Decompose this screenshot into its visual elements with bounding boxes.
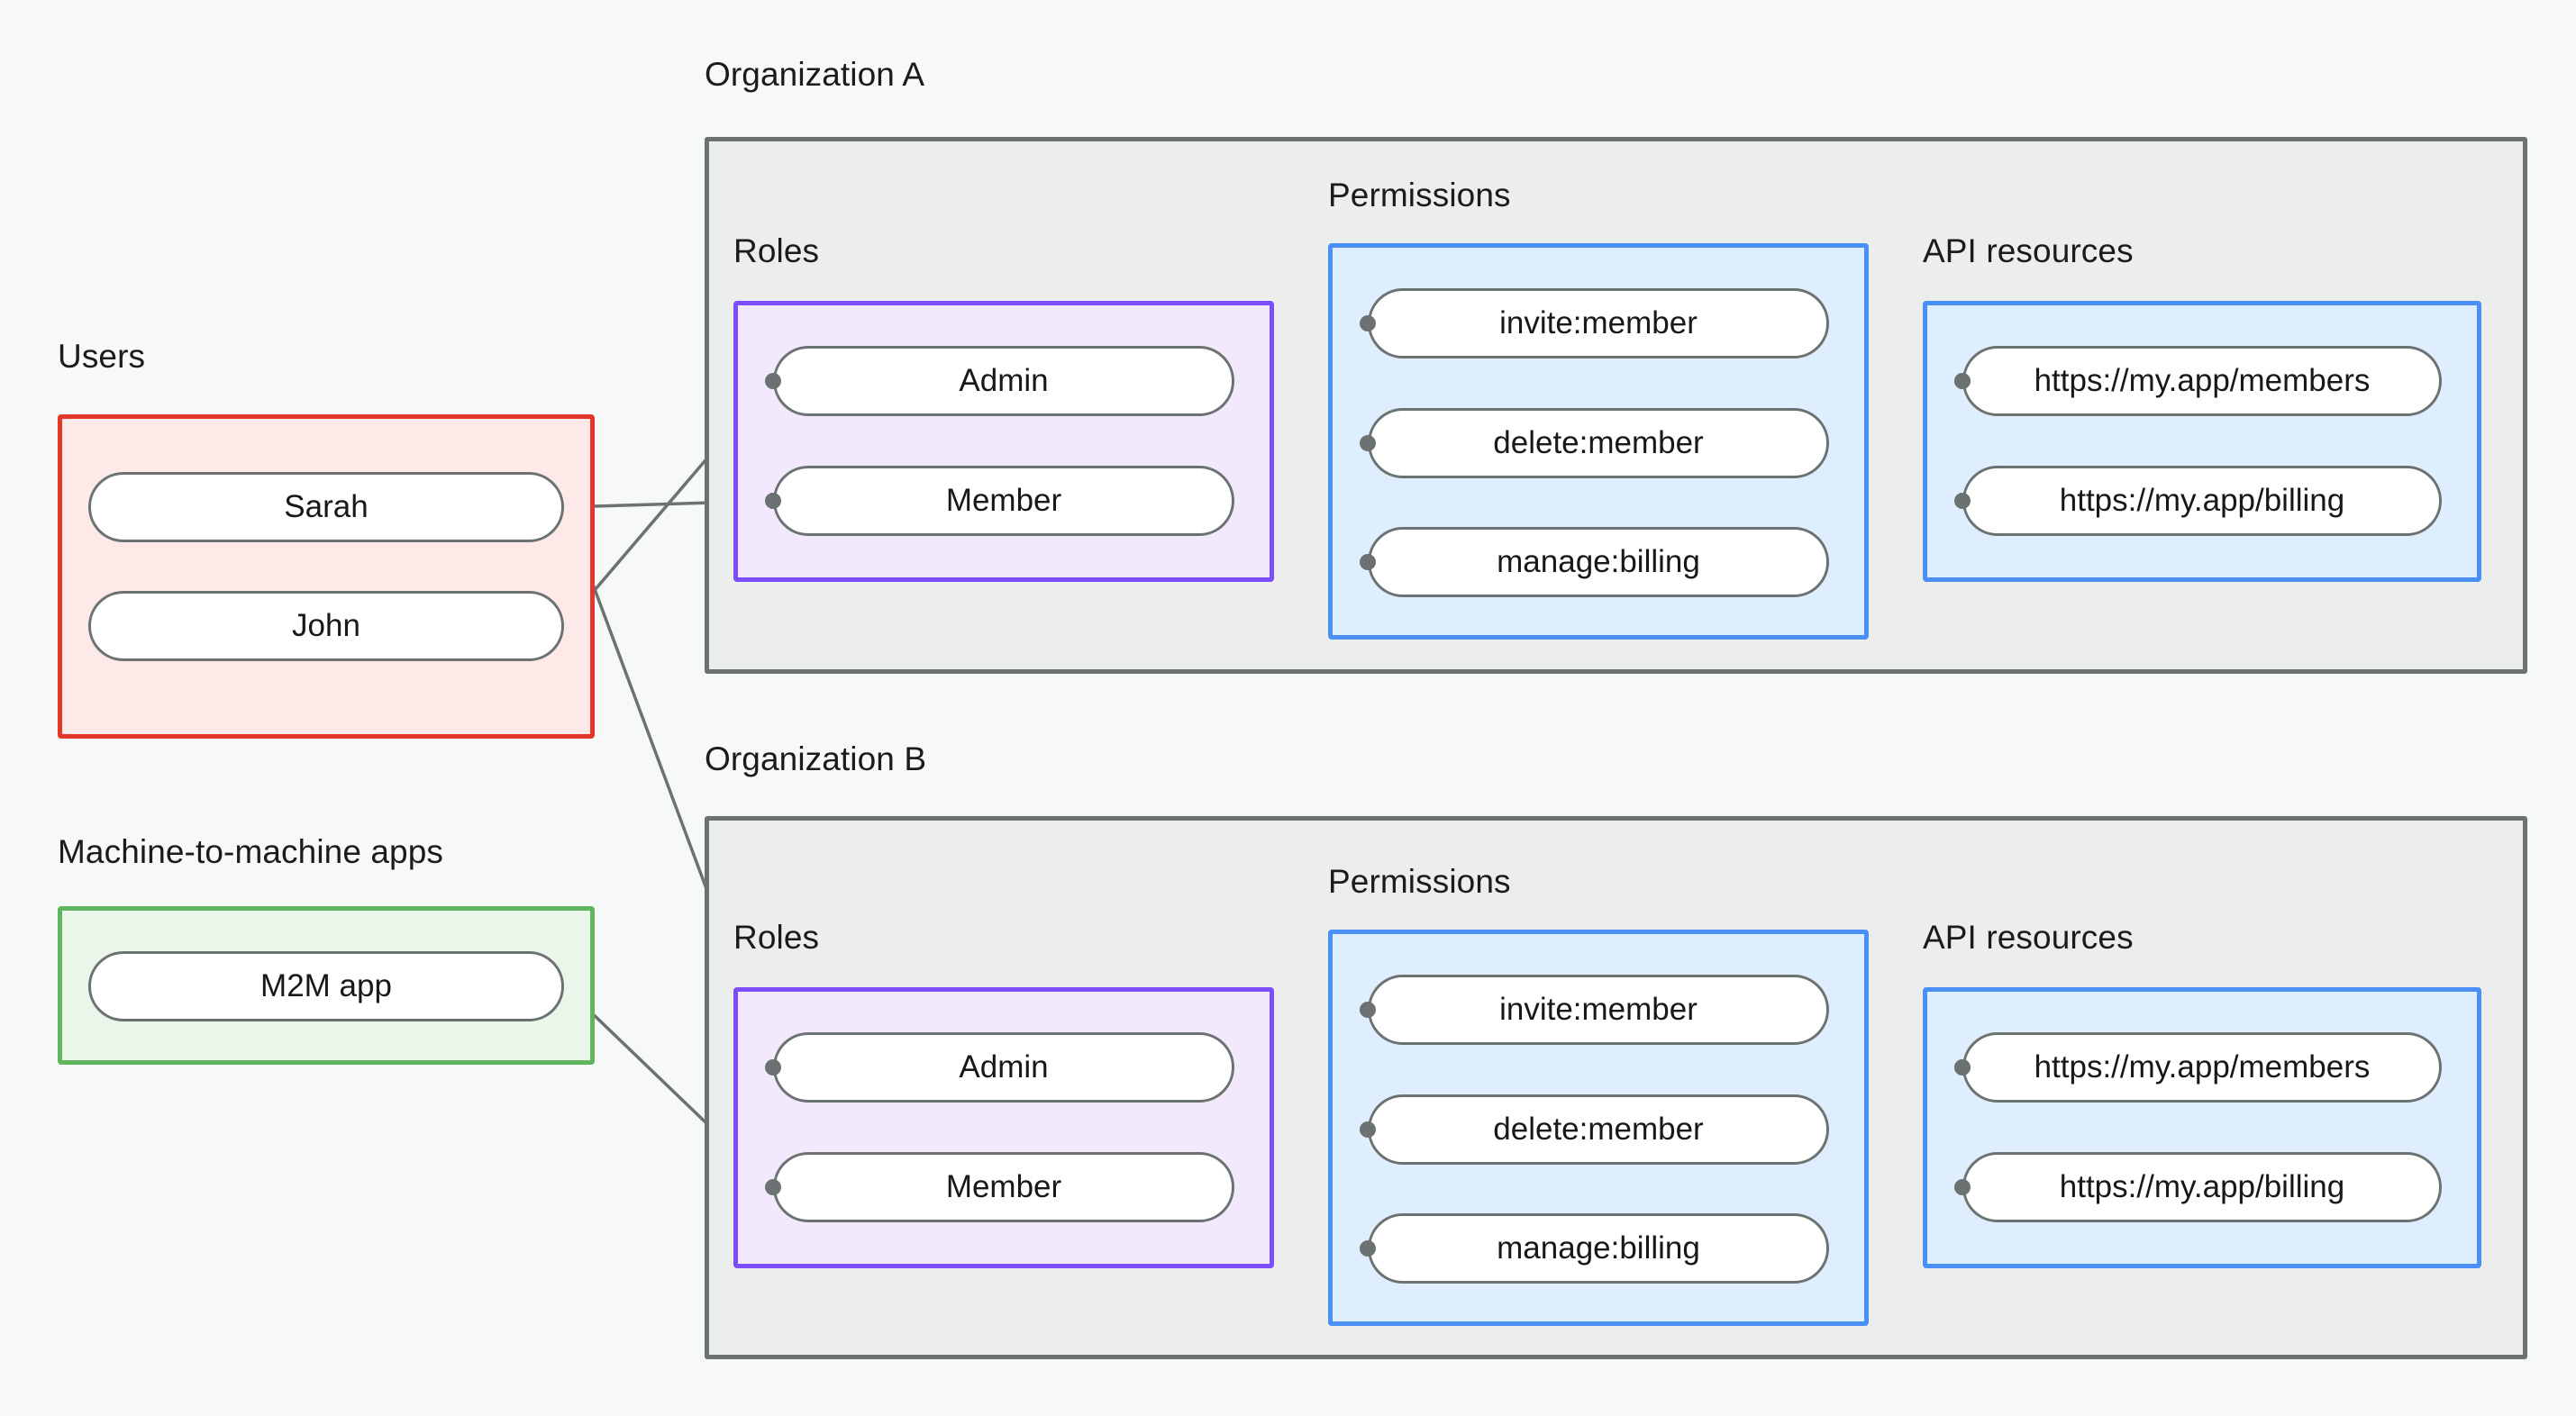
group-label-permissions-org-b: Permissions [1328,863,1511,900]
api-resource-node-members-org-a[interactable]: https://my.app/members [1962,346,2442,416]
api-resources-group-box-org-b [1923,987,2481,1268]
roles-group-box-org-b [733,987,1274,1268]
user-node-sarah[interactable]: Sarah [88,472,564,542]
group-label-api-resources-org-b: API resources [1923,919,2134,956]
permission-node-delete-member-org-b[interactable]: delete:member [1368,1094,1829,1165]
connector-dot-b-billing-api [1954,1179,1971,1195]
connector-dot-b-delete [1360,1121,1376,1138]
connector-dot-b-members-api [1954,1059,1971,1076]
permission-node-invite-member-org-b[interactable]: invite:member [1368,975,1829,1045]
users-group-box [58,414,595,739]
connector-dot-a-billing [1360,554,1376,570]
role-node-admin-org-b[interactable]: Admin [773,1032,1234,1103]
api-resource-node-members-org-b[interactable]: https://my.app/members [1962,1032,2442,1103]
group-label-roles-org-b: Roles [733,919,820,956]
m2m-app-node[interactable]: M2M app [88,951,564,1021]
connector-dot-b-admin [765,1059,781,1076]
connector-dot-a-members-api [1954,373,1971,389]
group-label-m2m-apps: Machine-to-machine apps [58,833,444,870]
group-label-api-resources-org-a: API resources [1923,232,2134,269]
user-node-john[interactable]: John [88,591,564,661]
group-label-users: Users [58,338,146,375]
group-label-organization-a: Organization A [705,56,925,93]
role-node-member-org-b[interactable]: Member [773,1152,1234,1222]
connector-dot-a-delete [1360,435,1376,451]
permission-node-invite-member-org-a[interactable]: invite:member [1368,288,1829,359]
connector-dot-a-billing-api [1954,493,1971,509]
permission-node-delete-member-org-a[interactable]: delete:member [1368,408,1829,478]
permission-node-manage-billing-org-b[interactable]: manage:billing [1368,1213,1829,1284]
role-node-admin-org-a[interactable]: Admin [773,346,1234,416]
connector-dot-a-invite [1360,315,1376,331]
api-resource-node-billing-org-b[interactable]: https://my.app/billing [1962,1152,2442,1222]
connector-dot-b-member [765,1179,781,1195]
connector-dot-b-billing [1360,1240,1376,1257]
group-label-permissions-org-a: Permissions [1328,177,1511,213]
api-resource-node-billing-org-a[interactable]: https://my.app/billing [1962,466,2442,536]
roles-group-box-org-a [733,301,1274,582]
connector-dot-a-admin [765,373,781,389]
connector-dot-b-invite [1360,1002,1376,1018]
group-label-roles-org-a: Roles [733,232,820,269]
role-node-member-org-a[interactable]: Member [773,466,1234,536]
connector-dot-a-member [765,493,781,509]
group-label-organization-b: Organization B [705,740,927,777]
permission-node-manage-billing-org-a[interactable]: manage:billing [1368,527,1829,597]
api-resources-group-box-org-a [1923,301,2481,582]
